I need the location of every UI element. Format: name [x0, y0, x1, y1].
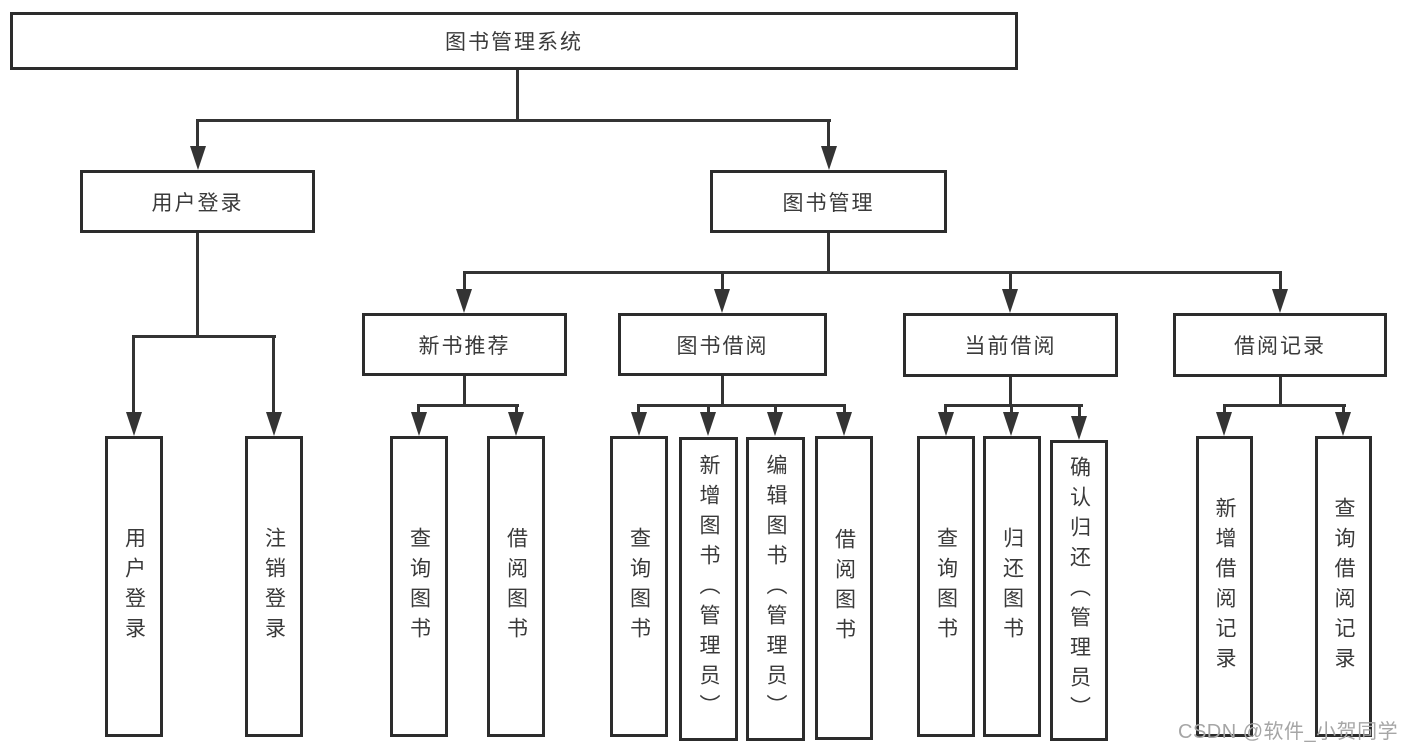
node-label: 查询借阅记录	[1332, 496, 1355, 677]
leaf-query-books-borrow: 查询图书	[610, 436, 668, 737]
node-label: 图书管理系统	[445, 31, 583, 54]
leaf-query-borrow-record: 查询借阅记录	[1315, 436, 1372, 737]
connector-line	[516, 68, 519, 122]
arrow-down-icon	[508, 412, 524, 436]
leaf-edit-book-admin: 编辑图书（管理员）	[746, 437, 805, 741]
arrow-down-icon	[767, 412, 783, 436]
node-user-login: 用户登录	[80, 170, 315, 233]
connector-line	[417, 404, 519, 407]
connector-line	[1223, 404, 1226, 416]
node-label: 归还图书	[1000, 526, 1024, 647]
leaf-borrow-books-2: 借阅图书	[815, 436, 873, 740]
node-borrow-records: 借阅记录	[1173, 313, 1387, 377]
leaf-add-book-admin: 新增图书（管理员）	[679, 437, 738, 741]
connector-line	[463, 271, 466, 293]
node-label: 确认归还（管理员）	[1067, 455, 1091, 726]
node-label: 查询图书	[627, 526, 651, 647]
node-label: 图书借阅	[676, 334, 769, 358]
leaf-query-books-current: 查询图书	[917, 436, 975, 737]
leaf-logout: 注销登录	[245, 436, 303, 737]
connector-line	[637, 404, 640, 416]
arrow-down-icon	[821, 146, 837, 170]
connector-line	[721, 375, 724, 407]
arrow-down-icon	[631, 412, 647, 436]
node-label: 借阅图书	[504, 526, 528, 647]
arrow-down-icon	[1002, 289, 1018, 313]
node-label: 查询图书	[934, 526, 958, 647]
connector-line	[637, 404, 846, 407]
leaf-query-books-recommend: 查询图书	[390, 436, 448, 737]
connector-line	[417, 404, 420, 416]
connector-line	[707, 404, 710, 416]
arrow-down-icon	[1335, 412, 1351, 436]
connector-line	[1223, 404, 1346, 407]
connector-line	[1279, 271, 1282, 293]
connector-line	[1342, 404, 1345, 416]
connector-line	[827, 119, 830, 149]
arrow-down-icon	[714, 289, 730, 313]
leaf-user-login: 用户登录	[105, 436, 163, 737]
arrow-down-icon	[1216, 412, 1232, 436]
connector-line	[843, 404, 846, 416]
arrow-down-icon	[456, 289, 472, 313]
connector-line	[1279, 375, 1282, 407]
connector-line	[1009, 271, 1012, 293]
connector-line	[721, 271, 724, 293]
node-book-management: 图书管理	[710, 170, 947, 233]
node-label: 用户登录	[151, 191, 244, 215]
connector-line	[463, 271, 1282, 274]
node-label: 新增借阅记录	[1213, 496, 1236, 677]
connector-line	[132, 335, 276, 338]
node-label: 当前借阅	[964, 335, 1057, 358]
arrow-down-icon	[836, 412, 852, 436]
leaf-add-borrow-record: 新增借阅记录	[1196, 436, 1253, 737]
arrow-down-icon	[411, 412, 427, 436]
connector-line	[132, 335, 135, 415]
connector-line	[1010, 404, 1013, 416]
node-library-system: 图书管理系统	[10, 12, 1018, 70]
connector-line	[463, 375, 466, 407]
connector-line	[1009, 375, 1012, 407]
node-book-borrowing: 图书借阅	[618, 313, 827, 376]
arrow-down-icon	[126, 412, 142, 436]
connector-line	[196, 119, 831, 122]
node-label: 借阅图书	[832, 528, 856, 648]
arrow-down-icon	[700, 412, 716, 436]
connector-line	[944, 404, 1083, 407]
arrow-down-icon	[1071, 416, 1087, 440]
connector-line	[944, 404, 947, 416]
arrow-down-icon	[1272, 289, 1288, 313]
connector-line	[196, 119, 199, 149]
connector-line	[272, 335, 275, 415]
node-label: 注销登录	[262, 526, 286, 647]
leaf-return-books: 归还图书	[983, 436, 1041, 737]
node-new-book-recommend: 新书推荐	[362, 313, 567, 376]
node-label: 借阅记录	[1234, 335, 1326, 358]
leaf-confirm-return-admin: 确认归还（管理员）	[1050, 440, 1108, 741]
node-label: 编辑图书（管理员）	[764, 454, 787, 724]
connector-line	[515, 404, 518, 416]
node-label: 新书推荐	[418, 334, 511, 358]
node-current-borrowing: 当前借阅	[903, 313, 1118, 377]
node-label: 新增图书（管理员）	[697, 454, 720, 724]
connector-line	[827, 232, 830, 274]
connector-line	[1078, 404, 1081, 420]
arrow-down-icon	[1003, 412, 1019, 436]
arrow-down-icon	[266, 412, 282, 436]
connector-line	[196, 232, 199, 338]
arrow-down-icon	[938, 412, 954, 436]
arrow-down-icon	[190, 146, 206, 170]
csdn-watermark: CSDN @软件_小贺同学	[1178, 721, 1399, 743]
node-label: 图书管理	[782, 191, 875, 215]
connector-line	[774, 404, 777, 416]
node-label: 查询图书	[407, 526, 431, 647]
node-label: 用户登录	[122, 526, 146, 647]
leaf-borrow-books-recommend: 借阅图书	[487, 436, 545, 737]
